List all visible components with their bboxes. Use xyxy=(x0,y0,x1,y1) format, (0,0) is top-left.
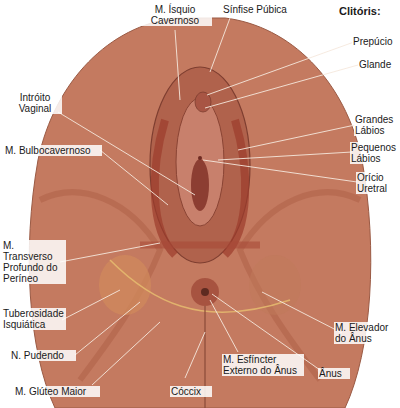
part-label: Tuberosidade Isquiática xyxy=(2,308,66,330)
part-label: M. Ísquio Cavernoso xyxy=(138,4,212,26)
part-label: Sínfise Púbica xyxy=(222,4,304,15)
part-label: N. Pudendo xyxy=(10,350,76,361)
part-label: Grandes Lábios xyxy=(354,114,398,136)
part-label: M. Esfíncter Externo do Ânus xyxy=(222,354,304,376)
part-label: M. Bulbocavernoso xyxy=(4,145,102,156)
part-label: Clitóris: xyxy=(338,6,398,17)
part-label: Orício Uretral xyxy=(356,172,398,194)
part-label: Prepúcio xyxy=(352,36,398,47)
part-label: Ânus xyxy=(318,368,350,379)
part-label: Pequenos Lábios xyxy=(350,142,398,164)
part-label: Cóccix xyxy=(170,386,212,397)
part-label: Glande xyxy=(358,59,398,70)
part-label: M. Elevador do Ânus xyxy=(334,322,398,344)
part-label: M. Glúteo Maior xyxy=(14,386,100,397)
part-label: M. Transverso Profundo do Períneo xyxy=(2,240,66,284)
part-label: Intróito Vaginal xyxy=(8,92,62,114)
